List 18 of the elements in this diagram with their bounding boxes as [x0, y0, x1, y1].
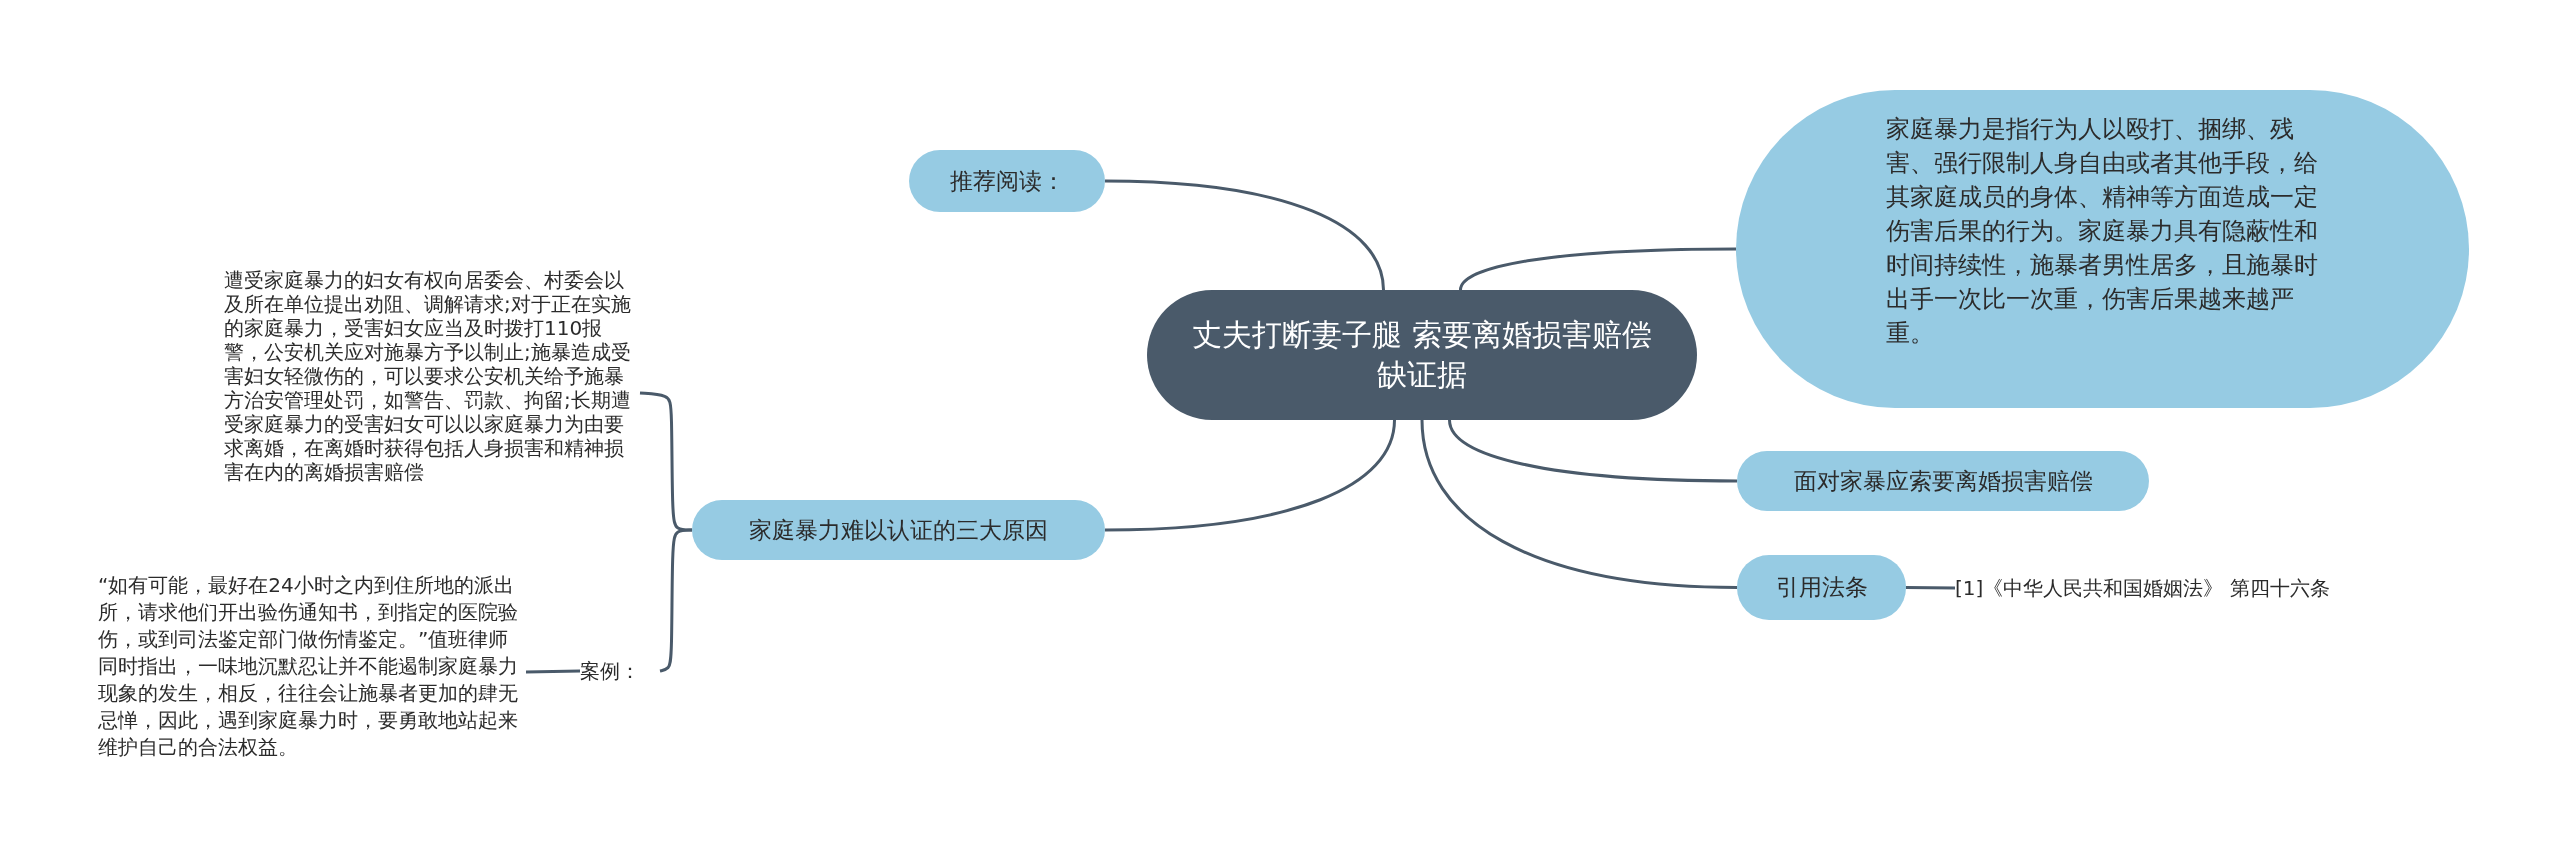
connector-line	[1459, 247, 1736, 291]
topic-pill: 面对家暴应索要离婚损害赔偿	[1737, 451, 2149, 511]
note-text: 遭受家庭暴力的妇女有权向居委会、村委会以及所在单位提出劝阻、调解请求;对于正在实施的家庭暴力，受害妇女应当及时拨打110报警，公安机关应对施暴方予以制止;施暴造成受害妇女轻微伤的，可以要求公安机关给予施暴方治安管理处罚，如警告、罚款、拘留;长期遭受家庭暴力的受害妇女可以以家庭暴力为由要求离婚，在离婚时获得包括人身损害和精神损害在内的离婚损害赔偿	[224, 268, 640, 518]
connector-line	[1906, 586, 1955, 590]
reference-text: [1]《中华人民共和国婚姻法》 第四十六条	[1955, 573, 2375, 603]
connector-line	[1448, 419, 1737, 483]
connector-line	[1104, 179, 1385, 291]
connector-line	[1420, 419, 1738, 589]
connector-line	[525, 669, 581, 674]
central-topic: 丈夫打断妻子腿 索要离婚损害赔偿缺证据	[1147, 290, 1697, 420]
case-label: 案例：	[580, 656, 660, 686]
topic-pill: 引用法条	[1737, 555, 1906, 620]
connector-line	[659, 528, 692, 673]
connector-line	[1104, 419, 1396, 532]
topic-pill: 家庭暴力难以认证的三大原因	[692, 500, 1105, 560]
note-text: “如有可能，最好在24小时之内到住所地的派出所，请求他们开出验伤通知书，到指定的医院验伤，或到司法鉴定部门做伤情鉴定。”值班律师同时指出，一味地沉默忍让并不能遏制家庭暴力现象的发生，相反，往往会让施暴者更加的肆无忌惮，因此，遇到家庭暴力时，要勇敢地站起来维护自己的合法权益。	[98, 572, 526, 772]
topic-bubble: 家庭暴力是指行为人以殴打、捆绑、残害、强行限制人身自由或者其他手段，给其家庭成员的身体、精神等方面造成一定伤害后果的行为。家庭暴力具有隐蔽性和时间持续性，施暴者男性居多，且施暴时出手一次比一次重，伤害后果越来越严重。	[1736, 90, 2469, 408]
topic-pill: 推荐阅读：	[909, 150, 1105, 212]
